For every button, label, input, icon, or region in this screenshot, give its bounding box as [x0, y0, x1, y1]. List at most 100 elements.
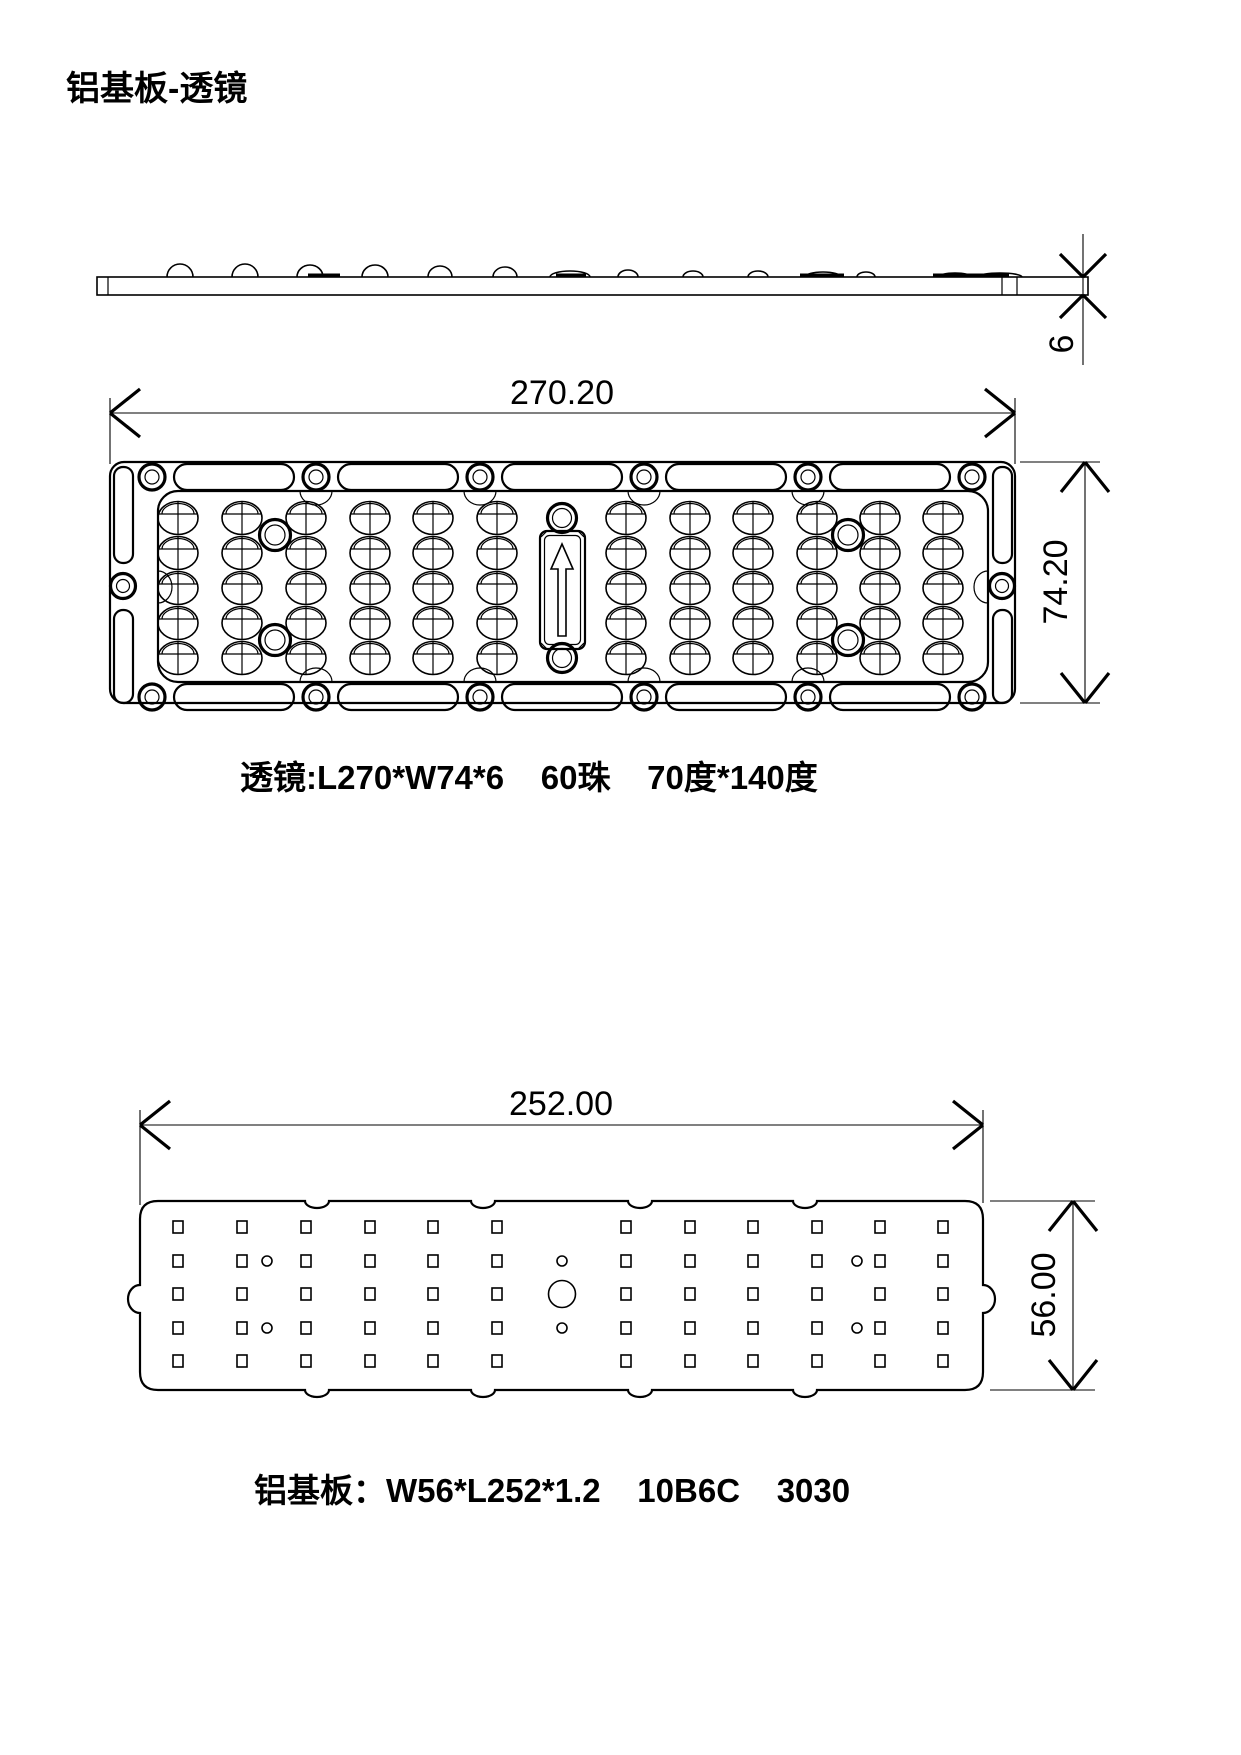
- led-pad: [811, 1220, 823, 1234]
- led-pad: [937, 1254, 949, 1268]
- mount-ring: [257, 622, 293, 658]
- led-pad: [874, 1254, 886, 1268]
- led-pad: [236, 1354, 248, 1368]
- lens-cell: [669, 570, 711, 606]
- edge-screw-hole: [465, 682, 495, 712]
- pcb-height-dimension: 56.00: [990, 1200, 1099, 1391]
- edge-slot: [664, 462, 788, 492]
- lens-cell: [285, 500, 327, 536]
- lens-cell: [732, 605, 774, 641]
- led-pad: [300, 1321, 312, 1335]
- side-lens-bumps: [166, 263, 1023, 278]
- small-hole: [261, 1322, 273, 1334]
- lens-cell: [605, 500, 647, 536]
- small-hole: [851, 1322, 863, 1334]
- lens-cell: [157, 535, 199, 571]
- led-pad: [491, 1254, 503, 1268]
- lens-bump-profile: [361, 264, 389, 278]
- dim-arrow: [1058, 252, 1108, 279]
- led-pad: [684, 1354, 696, 1368]
- side-sliver: [800, 273, 844, 277]
- edge-slot: [500, 462, 624, 492]
- led-pad: [364, 1287, 376, 1301]
- pcb-width-dim-label: 252.00: [509, 1085, 613, 1123]
- side-plate-outline: [96, 276, 1089, 296]
- edge-screw-hole: [465, 462, 495, 492]
- led-pad: [300, 1354, 312, 1368]
- led-pad: [620, 1354, 632, 1368]
- led-pad: [620, 1287, 632, 1301]
- led-pad: [364, 1254, 376, 1268]
- lens-cell: [476, 605, 518, 641]
- lens-cell: [412, 605, 454, 641]
- lens-cell: [349, 570, 391, 606]
- led-pad: [684, 1254, 696, 1268]
- lens-bump-profile: [682, 270, 704, 278]
- led-pad: [364, 1354, 376, 1368]
- mount-ring: [830, 622, 866, 658]
- lens-cell: [157, 605, 199, 641]
- lens-height-dim-label: 74.20: [1037, 539, 1075, 624]
- lens-cell: [922, 605, 964, 641]
- lens-cell: [859, 500, 901, 536]
- led-pad: [491, 1321, 503, 1335]
- edge-slot: [500, 682, 624, 712]
- led-pad: [620, 1321, 632, 1335]
- led-pad: [747, 1354, 759, 1368]
- led-pad: [747, 1321, 759, 1335]
- lens-cell: [221, 570, 263, 606]
- led-pad: [427, 1321, 439, 1335]
- dim-arrow: [1047, 1359, 1099, 1391]
- lens-cell: [285, 570, 327, 606]
- lens-cell: [669, 500, 711, 536]
- pcb-width-dimension: 252.00: [139, 1085, 984, 1205]
- edge-slot: [828, 682, 952, 712]
- lens-cell: [157, 640, 199, 676]
- lens-cell: [349, 640, 391, 676]
- side-edge-hardware: [108, 465, 1017, 705]
- lens-height-dimension: 74.20: [1020, 461, 1111, 704]
- led-pad: [491, 1220, 503, 1234]
- dim-arrow: [952, 1099, 984, 1151]
- lens-cell: [922, 570, 964, 606]
- edge-screw-hole: [137, 682, 167, 712]
- lens-cell: [285, 640, 327, 676]
- lens-cell: [285, 605, 327, 641]
- lens-bump-profile: [427, 265, 453, 278]
- small-hole: [261, 1255, 273, 1267]
- led-pad: [491, 1354, 503, 1368]
- led-pad: [684, 1287, 696, 1301]
- center-hole: [547, 1279, 577, 1309]
- lens-cell: [285, 535, 327, 571]
- lens-cell: [922, 535, 964, 571]
- lens-cell: [412, 500, 454, 536]
- pcb-outline: [126, 1199, 997, 1399]
- lens-cell: [476, 570, 518, 606]
- center-ring: [545, 641, 579, 675]
- led-pad: [172, 1220, 184, 1234]
- lens-cell: [669, 535, 711, 571]
- lens-cell: [859, 535, 901, 571]
- lens-cell: [796, 640, 838, 676]
- edge-screw-hole: [301, 462, 331, 492]
- led-pad: [364, 1321, 376, 1335]
- lens-cell: [796, 605, 838, 641]
- inner-frame-relief-arcs: [157, 490, 989, 683]
- dim-arrow: [1059, 672, 1111, 704]
- lens-cell: [476, 500, 518, 536]
- lens-cell: [412, 570, 454, 606]
- pcb-pad-grid: [172, 1220, 949, 1368]
- led-pad: [427, 1287, 439, 1301]
- led-pad: [236, 1220, 248, 1234]
- lens-cell: [922, 500, 964, 536]
- lens-cell: [859, 570, 901, 606]
- lens-cell: [922, 640, 964, 676]
- dim-arrow: [1047, 1200, 1099, 1232]
- led-pad: [937, 1321, 949, 1335]
- led-pad: [236, 1254, 248, 1268]
- led-pad: [811, 1321, 823, 1335]
- lens-top-view: 270.20: [108, 374, 1111, 796]
- led-pad: [491, 1287, 503, 1301]
- small-hole: [556, 1322, 568, 1334]
